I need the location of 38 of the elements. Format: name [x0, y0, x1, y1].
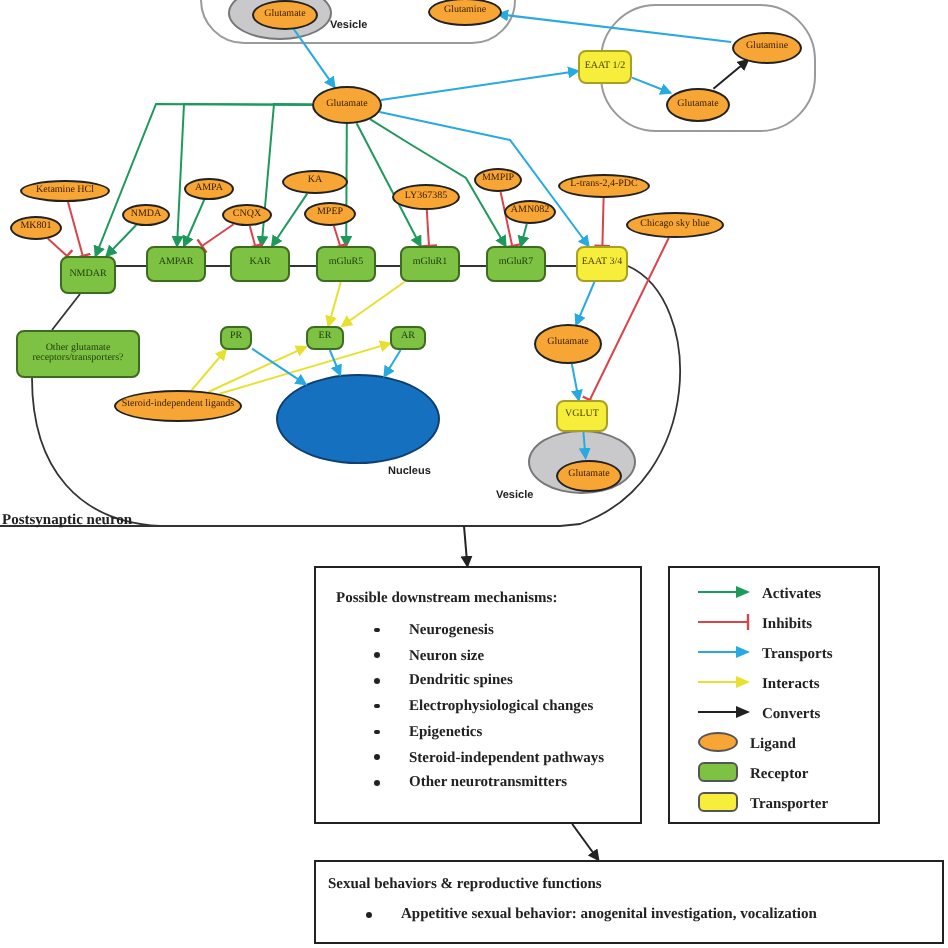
arrow	[328, 349, 342, 377]
vesicle	[228, 0, 332, 40]
vesicle	[528, 430, 636, 494]
arrow	[290, 24, 336, 89]
inhibition-line	[246, 225, 265, 250]
arrow	[379, 66, 580, 101]
text-panel	[314, 860, 944, 944]
arrow	[182, 198, 206, 248]
arrow	[325, 281, 342, 328]
inhibition-line	[581, 236, 670, 405]
arrow	[460, 525, 473, 568]
arrow	[355, 122, 422, 248]
arrow	[105, 224, 138, 258]
arrow	[517, 223, 530, 248]
arrow	[218, 340, 392, 395]
inhibition-line	[593, 197, 612, 248]
arrow	[251, 347, 308, 386]
arrow	[256, 103, 313, 248]
inhibition-line	[499, 191, 522, 249]
text-panel	[314, 566, 642, 824]
arrow	[570, 362, 583, 402]
inhibition-line	[67, 201, 92, 260]
arrow	[574, 281, 596, 327]
arrow	[712, 58, 750, 90]
arrow	[190, 348, 228, 392]
arrow	[369, 118, 507, 248]
arrow	[383, 349, 402, 379]
arrow	[571, 823, 600, 862]
arrow	[378, 111, 590, 248]
arrow	[270, 192, 309, 248]
inhibition-line	[331, 224, 350, 250]
arrow	[496, 9, 733, 43]
arrow	[631, 76, 673, 95]
arrow	[207, 345, 308, 393]
arrow	[340, 281, 406, 328]
inhibition-line	[419, 209, 439, 248]
inhibition-line	[196, 223, 235, 254]
arrow	[578, 431, 591, 460]
